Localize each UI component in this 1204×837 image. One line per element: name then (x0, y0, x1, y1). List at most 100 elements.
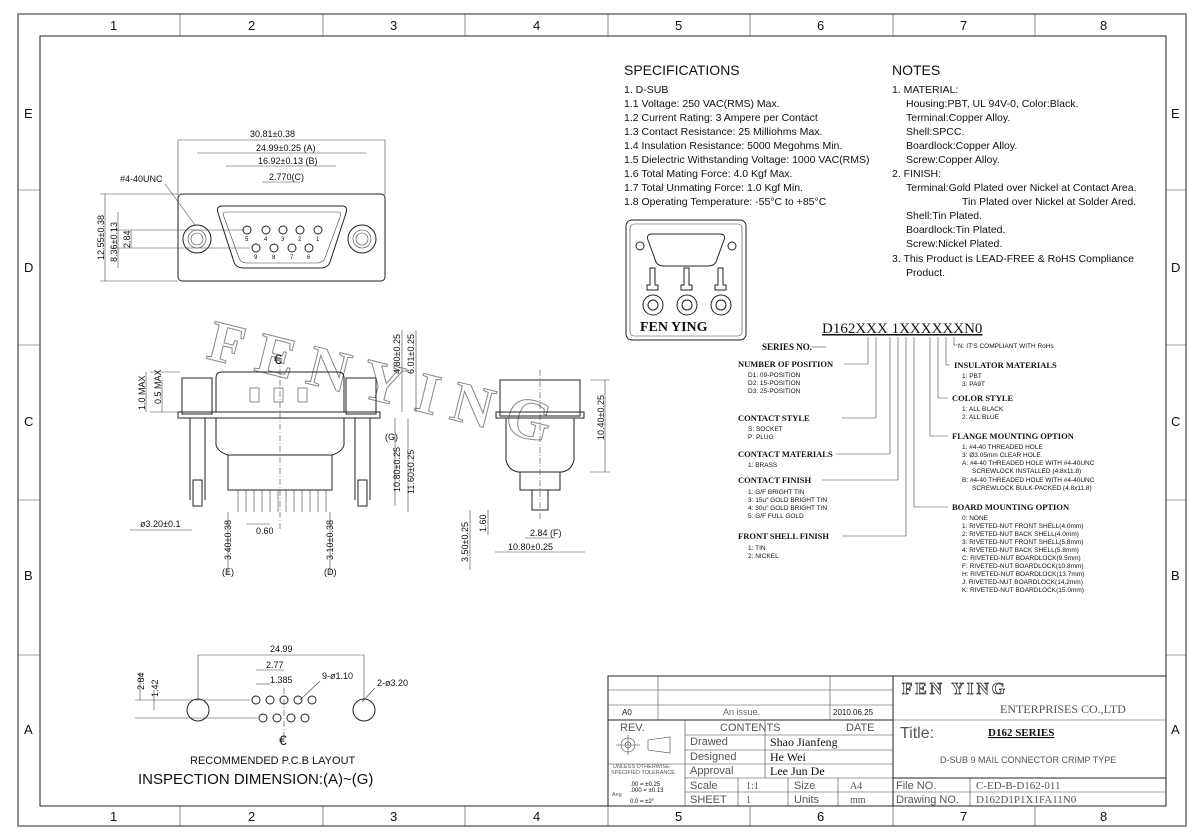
svg-text:D2: 15-POSITION: D2: 15-POSITION (748, 380, 801, 387)
svg-text:2: RIVETED-NUT BACK SHELL(4.0m: 2: RIVETED-NUT BACK SHELL(4.0mm) (962, 531, 1079, 538)
svg-text:An issue.: An issue. (723, 707, 760, 717)
svg-text:1: PBT: 1: PBT (962, 373, 982, 380)
svg-text:INSULATOR MATERIALS: INSULATOR MATERIALS (954, 360, 1057, 370)
svg-text:Scale: Scale (690, 780, 718, 792)
svg-text:SHEET: SHEET (690, 794, 727, 806)
flange-outline (177, 193, 386, 282)
svg-text:N: IT'S COMPLIANT WITH RoHs: N: IT'S COMPLIANT WITH RoHs (958, 343, 1054, 350)
border-columns-top: 1 2 3 4 5 6 7 8 (110, 14, 1107, 36)
svg-text:9: 9 (254, 255, 258, 261)
outer-frame (17, 13, 1187, 827)
dim-label: (D) (324, 567, 337, 577)
svg-text:1: ALL BLACK: 1: ALL BLACK (962, 406, 1004, 413)
part-code: D162XXX 1XXXXXXN0 (822, 321, 982, 337)
svg-text:P: PLUG: P: PLUG (748, 434, 774, 441)
dim-label: (G) (385, 432, 398, 442)
svg-text:1.5 Dielectric Withstanding Vo: 1.5 Dielectric Withstanding Voltage: 100… (624, 154, 870, 166)
svg-text:K: RIVETED-NUT BOARDLOCK(15.0m: K: RIVETED-NUT BOARDLOCK(15.0mm) (962, 587, 1084, 594)
svg-text:H: RIVETED-NUT BOARDLOCK(13.7m: H: RIVETED-NUT BOARDLOCK(13.7mm) (962, 571, 1084, 578)
col-label: 1 (110, 809, 117, 824)
svg-text:Drawed: Drawed (690, 736, 728, 748)
projection-symbol-icon (616, 735, 671, 755)
dim-label: 10.80±0.25 (392, 447, 402, 492)
svg-text:0.0 = ±2°: 0.0 = ±2° (630, 799, 655, 805)
col-label: 6 (817, 809, 824, 824)
svg-text:4: RIVETED-NUT BACK SHELL(5.8m: 4: RIVETED-NUT BACK SHELL(5.8mm) (962, 547, 1079, 554)
svg-text:Tin Plated over Nickel at Sold: Tin Plated over Nickel at Solder Ared. (962, 196, 1136, 208)
dim-label: 30.81±0.38 (250, 129, 295, 139)
col-label: 4 (533, 809, 540, 824)
dim-label: 2.84 (136, 672, 146, 690)
svg-text:Boardlock:Tin Plated.: Boardlock:Tin Plated. (906, 224, 1005, 236)
thread-label: #4-40UNC (120, 174, 163, 184)
dim-label: 8.36±0.13 (109, 222, 119, 262)
drawing-title: D162 SERIES (988, 727, 1054, 739)
svg-text:1: BRASS: 1: BRASS (748, 462, 778, 469)
svg-text:S: SOCKET: S: SOCKET (748, 426, 783, 433)
svg-text:CONTACT STYLE: CONTACT STYLE (738, 413, 810, 423)
dim-label: 11.60±0.25 (406, 450, 416, 494)
svg-text:B: #4-40 THREADED HOLE WITH #4: B: #4-40 THREADED HOLE WITH #4-40UNC (962, 477, 1095, 484)
d-shell (217, 205, 347, 269)
row-label: E (1171, 106, 1180, 121)
svg-text:COLOR STYLE: COLOR STYLE (952, 393, 1013, 403)
col-label: 5 (675, 809, 682, 824)
row-label: C (24, 414, 33, 429)
top-view: 30.81±0.38 24.99±0.25 (A) 16.92±0.13 (B)… (96, 129, 386, 282)
dim-label: 2.77 (266, 660, 284, 670)
svg-text:D162D1P1X1FA11N0: D162D1P1X1FA11N0 (976, 794, 1077, 806)
svg-text:1: RIVETED-NUT FRONT SHELL(4.0: 1: RIVETED-NUT FRONT SHELL(4.0mm) (962, 523, 1083, 530)
svg-text:1.2 Current Rating: 3 Ampere p: 1.2 Current Rating: 3 Ampere per Contact (624, 112, 818, 124)
row-label: A (24, 722, 33, 737)
svg-text:F: RIVETED-NUT BOARDLOCK(10.8m: F: RIVETED-NUT BOARDLOCK(10.8mm) (962, 563, 1084, 570)
svg-text:SERIES NO.: SERIES NO. (762, 342, 812, 352)
svg-text:1:1: 1:1 (746, 781, 759, 792)
side-view: 10.40±0.25 1.60 3.50±0.25 2.84 (F) 10.80… (460, 370, 610, 570)
svg-text:1. D-SUB: 1. D-SUB (624, 84, 668, 96)
svg-text:2: 2 (298, 237, 302, 243)
svg-text:2: NICKEL: 2: NICKEL (748, 553, 779, 560)
row-label: B (1171, 568, 1180, 583)
col-label: 1 (110, 18, 117, 33)
svg-text:Screw:Copper Alloy.: Screw:Copper Alloy. (906, 154, 1000, 166)
dim-label: 10.40±0.25 (596, 395, 606, 440)
svg-text:3: PA9T: 3: PA9T (962, 381, 985, 388)
dim-label: 1.60 (478, 514, 488, 532)
specifications: SPECIFICATIONS 1. D-SUB 1.1 Voltage: 250… (624, 62, 870, 208)
svg-text:.00 = ±0.25: .00 = ±0.25 (630, 782, 661, 788)
row-label: B (24, 568, 33, 583)
dim-label: 24.99 (270, 644, 293, 654)
dim-label: 2.770(C) (269, 172, 304, 182)
dim-label: 4.80±0.25 (392, 334, 402, 374)
dim-label: ø3.20±0.1 (140, 519, 180, 529)
col-label: 8 (1100, 809, 1107, 824)
svg-text:File NO.: File NO. (896, 780, 936, 792)
logo-text: FEN YING (640, 320, 708, 335)
svg-text:J: RIVETED-NUT BOARDLOCK(14.2m: J: RIVETED-NUT BOARDLOCK(14.2mm) (962, 579, 1083, 586)
svg-text:1. MATERIAL:: 1. MATERIAL: (892, 84, 958, 96)
svg-text:3: Ø3.05mm CLEAR HOLE: 3: Ø3.05mm CLEAR HOLE (962, 452, 1041, 459)
svg-text:4: 4 (264, 237, 268, 243)
col-label: 4 (533, 18, 540, 33)
svg-text:A4: A4 (850, 781, 862, 792)
company-name: FEN YING (902, 679, 1008, 698)
svg-text:1.6 Total Mating Force: 4.0 Kg: 1.6 Total Mating Force: 4.0 Kgf Max. (624, 168, 792, 180)
svg-text:Boardlock:Copper Alloy.: Boardlock:Copper Alloy. (906, 140, 1017, 152)
centerline-mark: € (279, 732, 287, 748)
dim-label: 2-ø3.20 (377, 678, 408, 688)
svg-text:ENTERPRISES CO.,LTD: ENTERPRISES CO.,LTD (1000, 702, 1126, 716)
svg-text:8: 8 (272, 255, 276, 261)
svg-text:FRONT SHELL FINISH: FRONT SHELL FINISH (738, 531, 829, 541)
svg-text:Terminal:Copper Alloy.: Terminal:Copper Alloy. (906, 112, 1010, 124)
svg-text:1.1 Voltage: 250 VAC(RMS) Max.: 1.1 Voltage: 250 VAC(RMS) Max. (624, 98, 780, 110)
dim-label: 24.99±0.25 (A) (256, 143, 315, 153)
svg-text:UNLESS OTHERWISE: UNLESS OTHERWISE (613, 764, 670, 770)
svg-text:Housing:PBT, UL 94V-0, Color:B: Housing:PBT, UL 94V-0, Color:Black. (906, 98, 1078, 110)
svg-text:7: 7 (290, 255, 294, 261)
svg-text:C-ED-B-D162-011: C-ED-B-D162-011 (976, 780, 1061, 792)
dim-label: 10.80±0.25 (508, 542, 553, 552)
col-label: 7 (960, 809, 967, 824)
svg-text:3: 15u" GOLD BRIGHT TIN: 3: 15u" GOLD BRIGHT TIN (748, 497, 827, 504)
svg-text:1.8 Operating Temperature: -55: 1.8 Operating Temperature: -55°C to +85°… (624, 196, 827, 208)
svg-text:REV.: REV. (620, 722, 645, 734)
